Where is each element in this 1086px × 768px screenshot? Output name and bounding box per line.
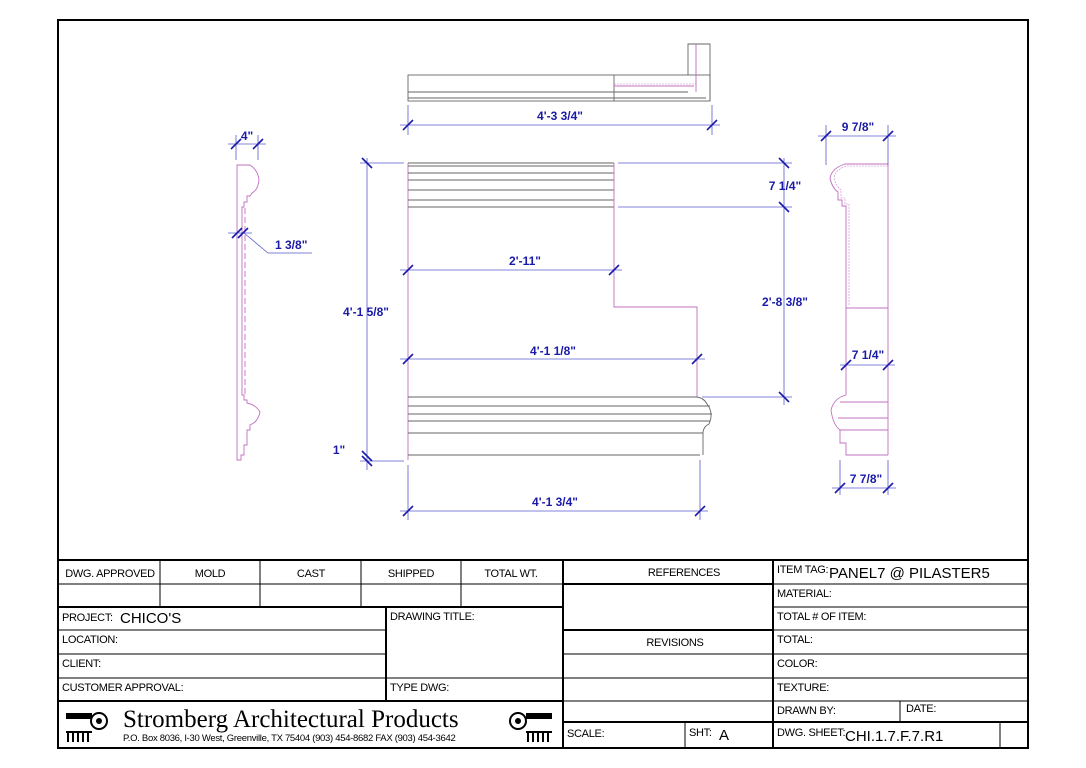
item-tag-label: ITEM TAG: (777, 564, 829, 576)
company-address: P.O. Box 8036, I-30 West, Greenville, TX… (123, 733, 455, 744)
dim-label: 1 3/8" (275, 238, 307, 252)
date-label: DATE: (906, 703, 936, 715)
revisions-label: REVISIONS (646, 637, 703, 649)
dim-label: 9 7/8" (842, 120, 874, 134)
dim-label: 4'-3 3/4" (537, 109, 583, 123)
dim-base-width: 4'-1 3/4" (400, 460, 708, 520)
customer-approval-label: CUSTOMER APPROVAL: (62, 682, 184, 694)
dim-right-heights: 7 1/4" 2'-8 3/8" (618, 157, 808, 405)
dim-upper-width: 2'-11" (400, 254, 622, 276)
project-value: CHICO'S (120, 610, 181, 627)
header-total-wt: TOTAL WT. (484, 568, 538, 580)
drawn-by-label: DRAWN BY: (777, 705, 836, 717)
total-label: TOTAL: (777, 634, 813, 646)
color-label: COLOR: (777, 658, 818, 670)
item-tag-value: PANEL7 @ PILASTER5 (829, 565, 990, 582)
header-dwg-approved: DWG. APPROVED (65, 568, 155, 580)
sheet-value: A (719, 727, 729, 744)
company-logo-right-icon (509, 712, 552, 742)
dim-label: 7 1/4" (769, 179, 801, 193)
drawing-title-label: DRAWING TITLE: (390, 611, 475, 623)
dwg-sheet-label: DWG. SHEET: (777, 727, 845, 739)
material-label: MATERIAL: (777, 588, 832, 600)
total-items-label: TOTAL # OF ITEM: (777, 611, 866, 623)
title-block: DWG. APPROVED MOLD CAST SHIPPED TOTAL WT… (58, 559, 1028, 748)
dwg-sheet-value: CHI.1.7.F.7.R1 (845, 728, 943, 745)
drawing-border (57, 19, 1029, 749)
dim-label: 7 7/8" (850, 472, 882, 486)
dim-label: 7 1/4" (852, 348, 884, 362)
front-elevation (407, 162, 712, 460)
dim-plan-width: 4'-3 3/4" (400, 105, 720, 135)
dim-label: 2'-11" (509, 254, 541, 268)
company-name: Stromberg Architectural Products (123, 706, 459, 733)
references-label: REFERENCES (648, 567, 720, 579)
scale-label: SCALE: (567, 728, 605, 740)
left-profile: 4" 1 3/8" (228, 129, 312, 461)
dim-overall-height: 4'-1 5/8" 1" (333, 157, 404, 470)
dim-label: 4'-1 1/8" (530, 344, 576, 358)
dim-label: 4" (241, 129, 253, 143)
dim-label: 4'-1 5/8" (343, 305, 389, 319)
company-logo-left-icon (66, 712, 108, 742)
header-shipped: SHIPPED (388, 568, 435, 580)
dim-label: 2'-8 3/8" (762, 295, 808, 309)
header-mold: MOLD (195, 568, 226, 580)
sheet-label: SHT: (689, 727, 712, 739)
dim-mid-width: 4'-1 1/8" (400, 344, 705, 365)
plan-view (407, 43, 711, 102)
header-cast: CAST (297, 568, 326, 580)
project-label: PROJECT: (62, 612, 113, 624)
right-profile: 9 7/8" 7 1/4" 7 7/8" (818, 120, 896, 495)
client-label: CLIENT: (62, 658, 101, 670)
location-label: LOCATION: (62, 634, 118, 646)
dim-label: 1" (333, 443, 345, 457)
dim-label: 4'-1 3/4" (532, 495, 578, 509)
texture-label: TEXTURE: (777, 682, 829, 694)
type-dwg-label: TYPE DWG: (390, 682, 449, 694)
